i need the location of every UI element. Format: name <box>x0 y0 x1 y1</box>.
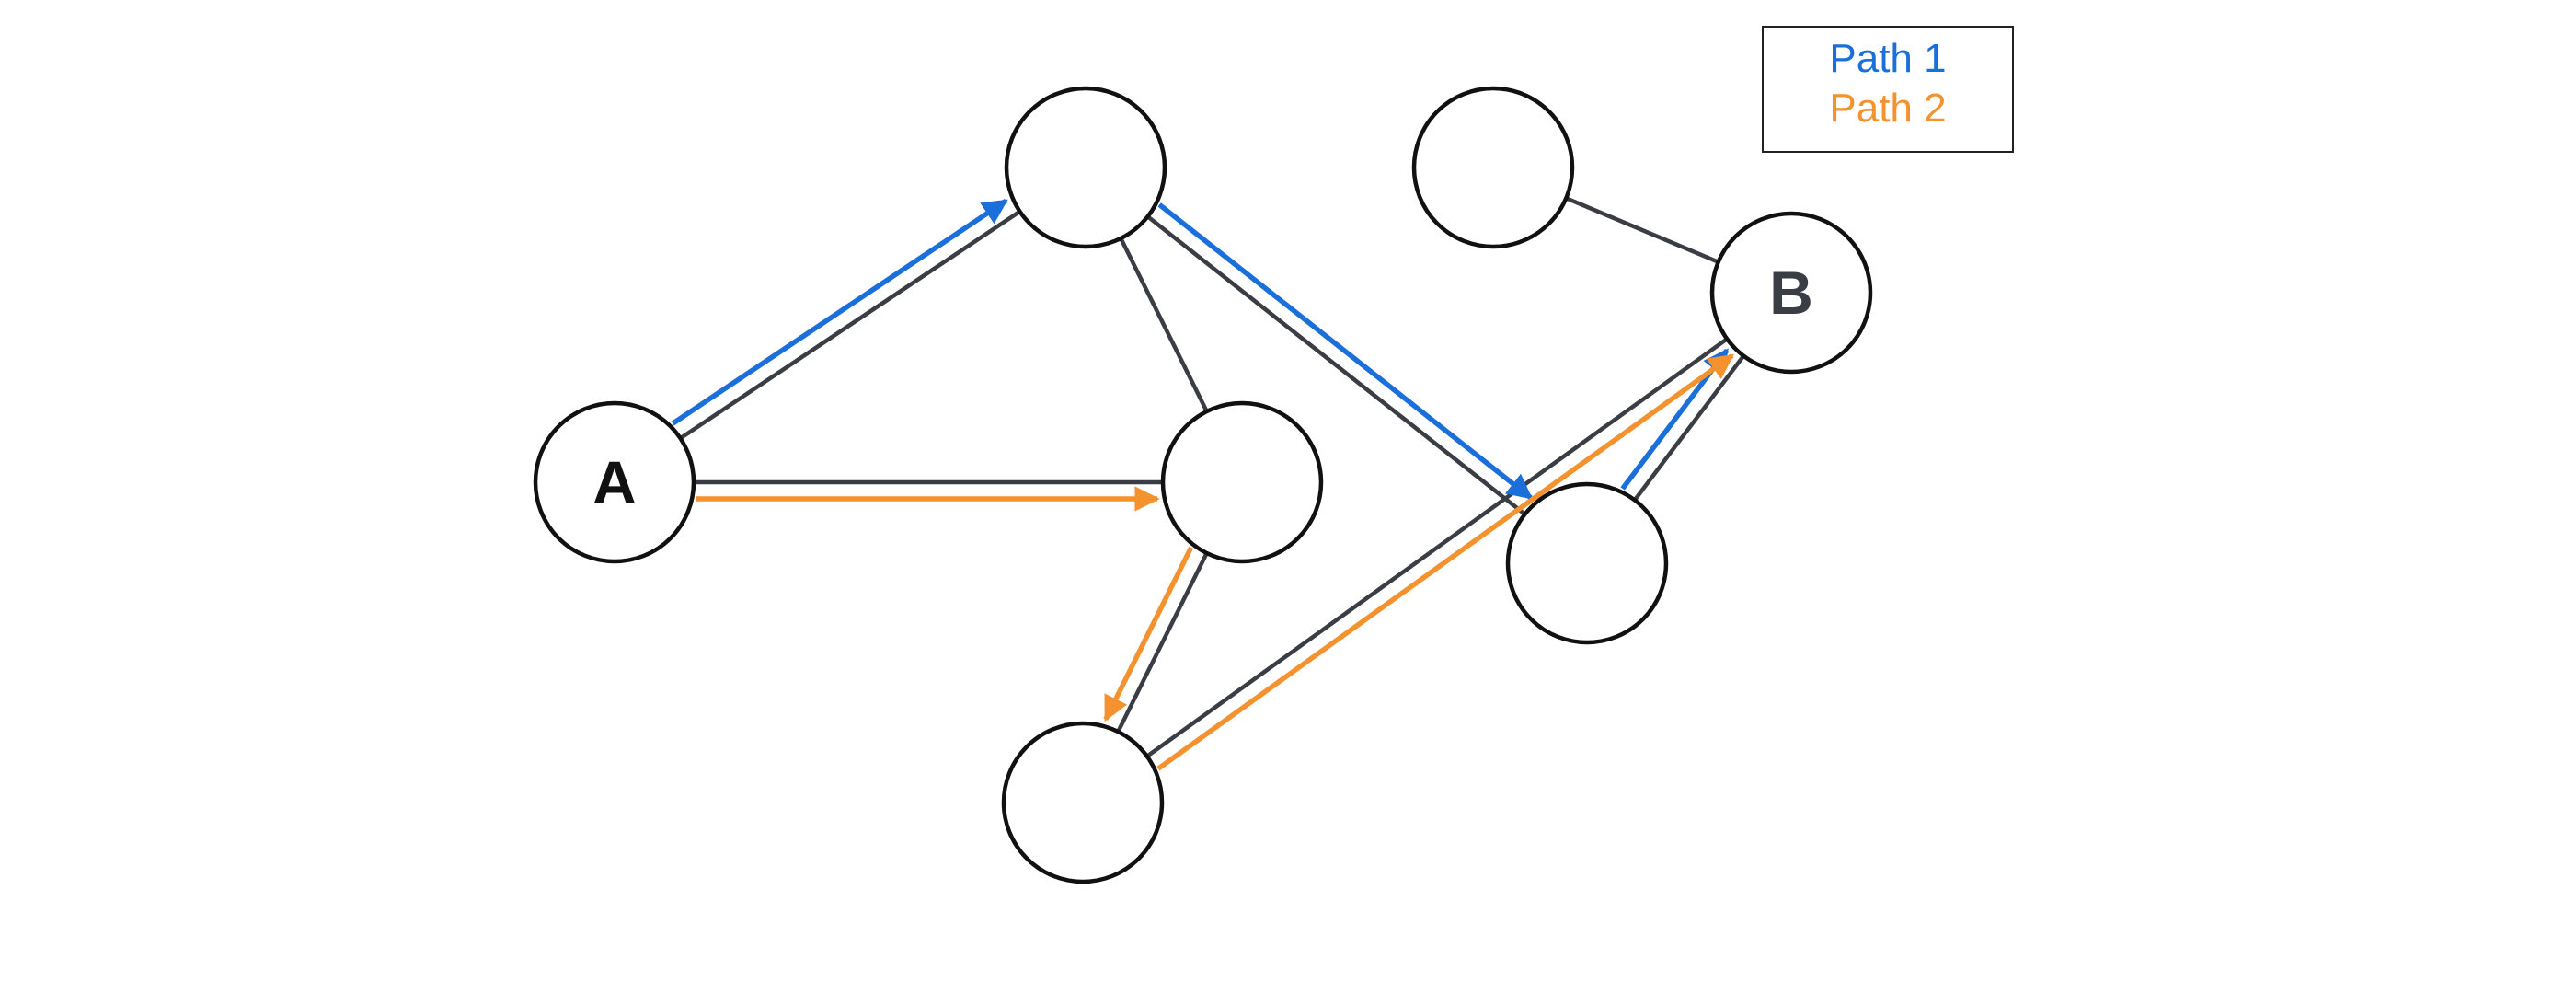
edge-n2-n3 <box>1116 552 1209 733</box>
path1-arrow-n1-n4 <box>1157 202 1534 501</box>
edge-a-n1 <box>679 210 1021 440</box>
path1-arrow-a-n1 <box>671 198 1008 426</box>
legend-path1: Path 1 <box>1829 36 1946 81</box>
node-n1 <box>1004 86 1167 249</box>
edge-n1-n2 <box>1119 237 1209 412</box>
path2-arrow-n3-b <box>1156 353 1735 771</box>
path2-arrow-n2-n3 <box>1103 546 1194 722</box>
edge-n3-b <box>1146 338 1728 757</box>
node-n2 <box>1160 400 1324 564</box>
nodes-layer: AB <box>533 86 1873 884</box>
edge-n5-b <box>1565 196 1719 264</box>
legend-box <box>1762 26 2014 153</box>
legend: Path 1 Path 2 <box>1762 26 2014 153</box>
edge-n1-n4 <box>1146 215 1526 515</box>
node-n5 <box>1411 86 1575 249</box>
node-label-a: A <box>592 448 637 516</box>
edge-n4-b <box>1633 354 1745 502</box>
node-n3 <box>1001 721 1165 884</box>
node-a <box>533 400 696 564</box>
node-b <box>1709 211 1873 375</box>
edges-layer <box>679 196 1745 757</box>
node-n4 <box>1505 481 1669 645</box>
node-label-b: B <box>1769 259 1813 327</box>
legend-path2: Path 2 <box>1829 86 1946 131</box>
paths-layer <box>671 198 1735 771</box>
